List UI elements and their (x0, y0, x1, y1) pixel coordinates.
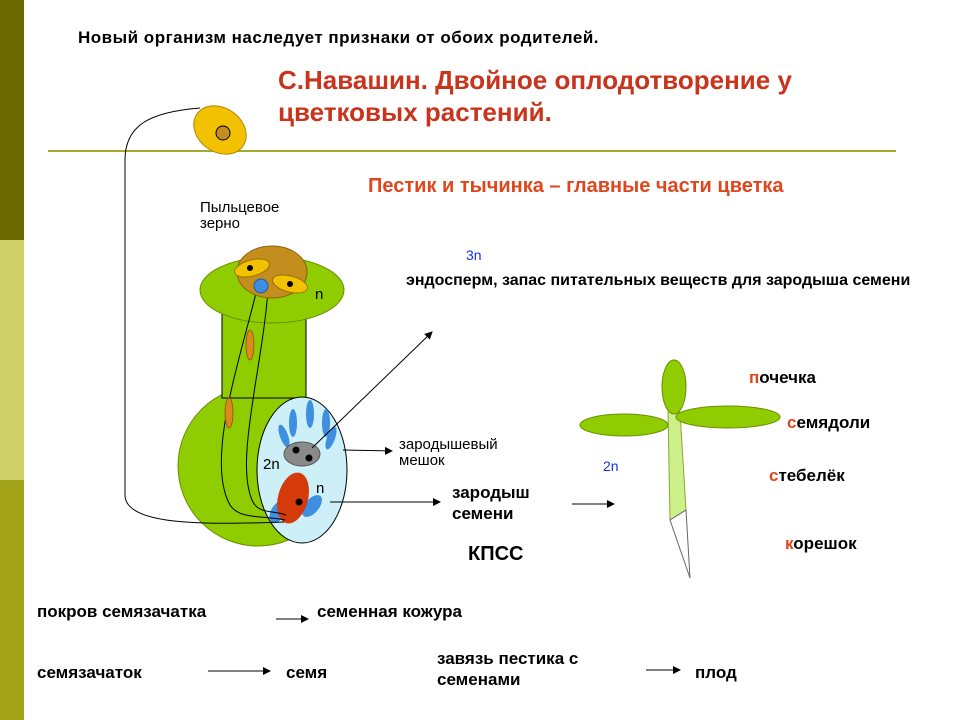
bud-label: почечка (749, 368, 816, 387)
seedling-bud (661, 359, 687, 415)
sac-arrow (342, 446, 393, 455)
pollen-grain-top-nucleus (215, 125, 231, 141)
pollen-grain-label: Пыльцевое зерно (200, 199, 280, 232)
cotyledon-left (579, 413, 669, 437)
endosperm-text: эндосперм, запас питательных веществ для… (406, 272, 911, 289)
antipodal-cell-2 (306, 400, 314, 428)
antipodal-cell-3 (322, 409, 330, 437)
stem-label: стебелёк (769, 466, 845, 485)
strip-bottom (0, 480, 24, 720)
transform-to-1: семенная кожура (317, 602, 462, 621)
endosperm-ploidy: 3n (466, 247, 482, 263)
vegetative-nucleus (253, 278, 269, 294)
header-text: Новый организм наследует признаки от обо… (78, 28, 600, 47)
slide-title: С.Навашин. Двойное оплодотворение у цвет… (278, 65, 792, 127)
seedling-stem (667, 411, 687, 521)
seedling-root (669, 509, 691, 579)
antipodal-cell-4 (278, 424, 290, 448)
endosperm-arrow (311, 331, 433, 449)
ploidy-2n-sac: 2n (263, 456, 280, 473)
slide-subtitle: Пестик и тычинка – главные части цветка (368, 175, 784, 197)
seedling (579, 359, 781, 579)
kpss-text: КПСС (468, 543, 524, 565)
pollen-tube-outer (124, 107, 285, 524)
antipodal-cell-5 (325, 426, 337, 450)
embryo-text: зародыш семени (452, 483, 530, 523)
central-nucleus-1 (292, 446, 300, 454)
strip-top (0, 0, 24, 240)
cotyledon-right (675, 405, 781, 429)
transform-to-3: плод (695, 663, 737, 682)
pollen-tube-2 (246, 289, 287, 516)
egg-nucleus (295, 498, 303, 506)
central-nucleus-2 (305, 454, 313, 462)
embryo-sac-label: зародышевый мешок (399, 436, 498, 469)
pollen-tube-1 (220, 284, 286, 521)
antipodal-cell-1 (289, 409, 297, 437)
egg-cell (277, 472, 309, 524)
transform-from-3: завязь пестика с семенами (437, 649, 579, 689)
sperm-cell-1 (245, 329, 255, 361)
transform-from-1: покров семязачатка (37, 602, 207, 621)
root-label: корешок (785, 534, 857, 553)
ploidy-n-top: n (315, 286, 324, 303)
title-divider (48, 150, 896, 152)
embryo-ploidy: 2n (603, 458, 619, 474)
ploidy-n-egg: n (316, 480, 325, 497)
transform-to-2: семя (286, 663, 328, 682)
cotyledons-label: семядоли (787, 413, 871, 432)
synergid-2 (302, 495, 322, 517)
transform-from-2: семязачаток (37, 663, 142, 682)
strip-middle (0, 240, 24, 480)
sperm-cell-2 (224, 397, 234, 429)
